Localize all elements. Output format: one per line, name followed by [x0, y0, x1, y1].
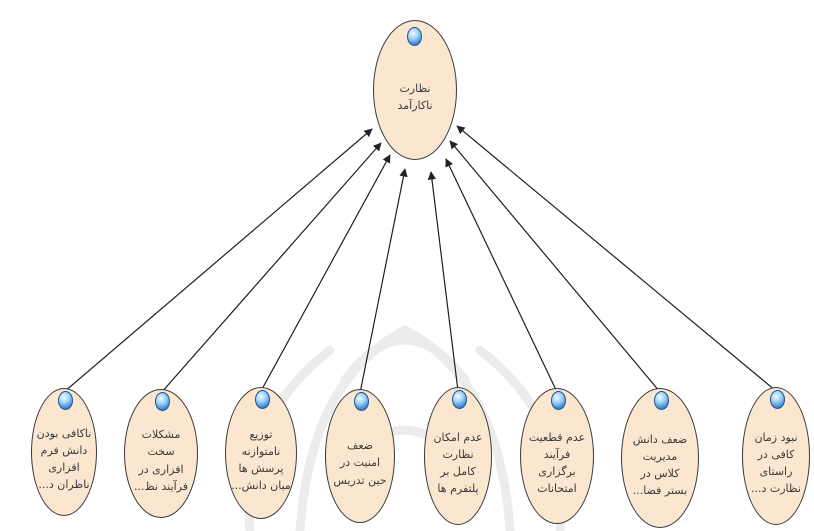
- edge-cause-7-to-root: [449, 140, 661, 393]
- cause-node-5[interactable]: عدم امکان نظارت کامل بر پلتفرم ها: [424, 387, 492, 525]
- cause-node-label: عدم امکان نظارت کامل بر پلتفرم ها: [433, 430, 483, 496]
- cause-node-icon: [354, 392, 369, 411]
- cause-node-icon: [155, 392, 170, 411]
- cause-node-label: عدم قطعیت فرآیند برگزاری امتحانات: [528, 430, 586, 496]
- cause-node-7[interactable]: ضعف دانش مدیریت کلاس در بستر فضا...: [621, 388, 699, 528]
- cause-node-label: ناکافی بودن دانش فرم افزاری ناظران د...: [36, 426, 92, 492]
- root-node-icon: [407, 27, 422, 46]
- edge-cause-2-to-root: [160, 142, 382, 394]
- cause-node-2[interactable]: مشکلات سخت افزاری در فرآیند نظ...: [124, 389, 198, 518]
- cause-node-4[interactable]: ضعف امنیت در حین تدریس: [325, 389, 395, 523]
- cause-node-icon: [255, 390, 270, 409]
- cause-node-icon: [452, 390, 467, 409]
- edge-cause-5-to-root: [427, 171, 459, 392]
- cause-node-icon: [58, 391, 73, 410]
- edge-cause-4-to-root: [359, 168, 408, 394]
- cause-node-icon: [770, 390, 785, 409]
- edge-cause-6-to-root: [445, 158, 558, 393]
- cause-node-1[interactable]: ناکافی بودن دانش فرم افزاری ناظران د...: [31, 388, 97, 516]
- edge-cause-3-to-root: [260, 154, 391, 392]
- cause-node-3[interactable]: توزیع نامتوازنه پرسش ها میان دانش...: [225, 387, 297, 519]
- cause-node-8[interactable]: نبود زمان کافی در راستای نظارت د...: [742, 387, 810, 525]
- cause-node-label: توزیع نامتوازنه پرسش ها میان دانش...: [231, 427, 291, 493]
- cause-node-icon: [654, 391, 669, 410]
- cause-node-label: ضعف امنیت در حین تدریس: [333, 439, 387, 487]
- cause-node-label: نبود زمان کافی در راستای نظارت د...: [751, 430, 801, 496]
- edge-cause-1-to-root: [63, 128, 373, 393]
- cause-node-label: مشکلات سخت افزاری در فرآیند نظ...: [133, 428, 189, 493]
- root-node[interactable]: نظارت ناکارآمد: [373, 20, 457, 160]
- cause-node-icon: [551, 391, 566, 410]
- root-node-label: نظارت ناکارآمد: [397, 81, 433, 112]
- cause-node-label: ضعف دانش مدیریت کلاس در بستر فضا...: [632, 432, 688, 498]
- edge-cause-8-to-root: [456, 125, 777, 392]
- cause-node-6[interactable]: عدم قطعیت فرآیند برگزاری امتحانات: [520, 388, 594, 524]
